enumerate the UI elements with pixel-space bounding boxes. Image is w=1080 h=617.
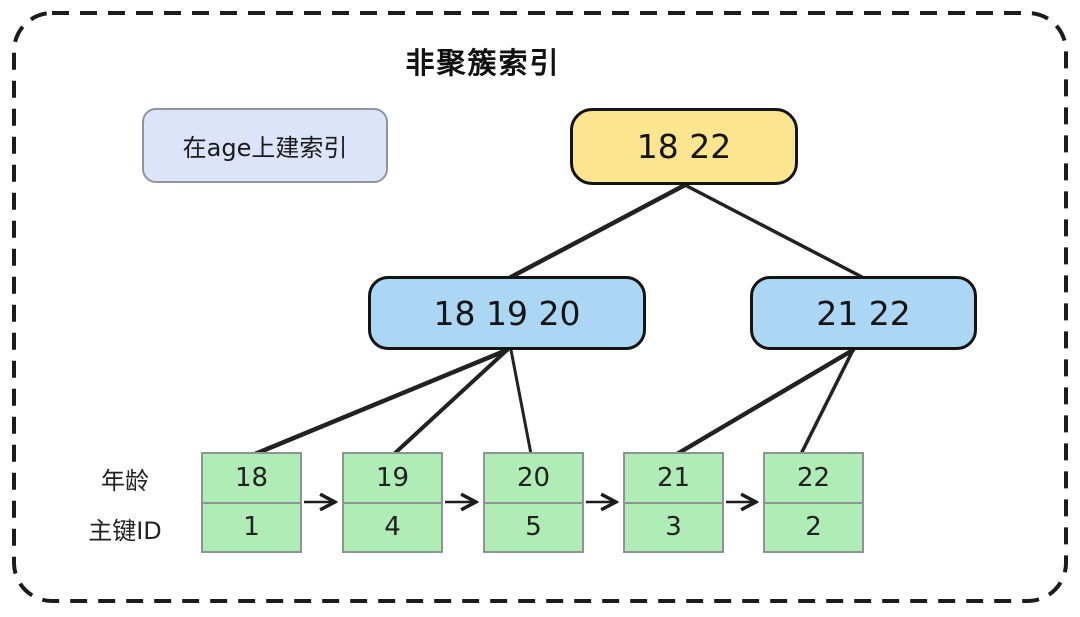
edge-left-internal-to-leaf19 (392, 348, 509, 456)
note-index-on-age: 在age上建索引 (142, 108, 388, 183)
edge-right-internal-to-leaf22 (799, 348, 855, 456)
leaf-age-value: 19 (344, 454, 441, 504)
leaf-node-22: 22 2 (763, 452, 864, 553)
leaf-node-18: 18 1 (201, 452, 302, 553)
leaf-age-value: 21 (625, 454, 722, 504)
leaf-node-21: 21 3 (623, 452, 724, 553)
leaf-age-value: 22 (765, 454, 862, 504)
leaf-node-20: 20 5 (483, 452, 584, 553)
edge-right-internal-to-leaf21 (674, 347, 856, 457)
leaf-pk-value: 5 (525, 512, 542, 543)
leaf-pk-value: 4 (384, 512, 401, 543)
root-node: 18 22 (570, 108, 798, 185)
row-label-primary-key: 主键ID (88, 516, 162, 545)
edge-left-internal-to-leaf20 (509, 348, 533, 456)
edge-left-internal-to-leaf18 (252, 347, 510, 457)
leaf-pk-value: 3 (665, 512, 682, 543)
leaf-node-19: 19 4 (342, 452, 443, 553)
leaf-age-value: 18 (203, 454, 300, 504)
edge-root-to-left-internal (508, 182, 688, 280)
edge-root-to-right-internal (683, 183, 864, 279)
row-label-age: 年龄 (101, 466, 149, 495)
leaf-age-value: 20 (485, 454, 582, 504)
leaf-pk-value: 2 (805, 512, 822, 543)
leaf-pk-value: 1 (243, 512, 260, 543)
diagram-title: 非聚簇索引 (405, 46, 561, 80)
internal-node-left: 18 19 20 (368, 276, 646, 350)
dashed-frame (12, 11, 1068, 603)
internal-node-right: 21 22 (750, 276, 977, 350)
